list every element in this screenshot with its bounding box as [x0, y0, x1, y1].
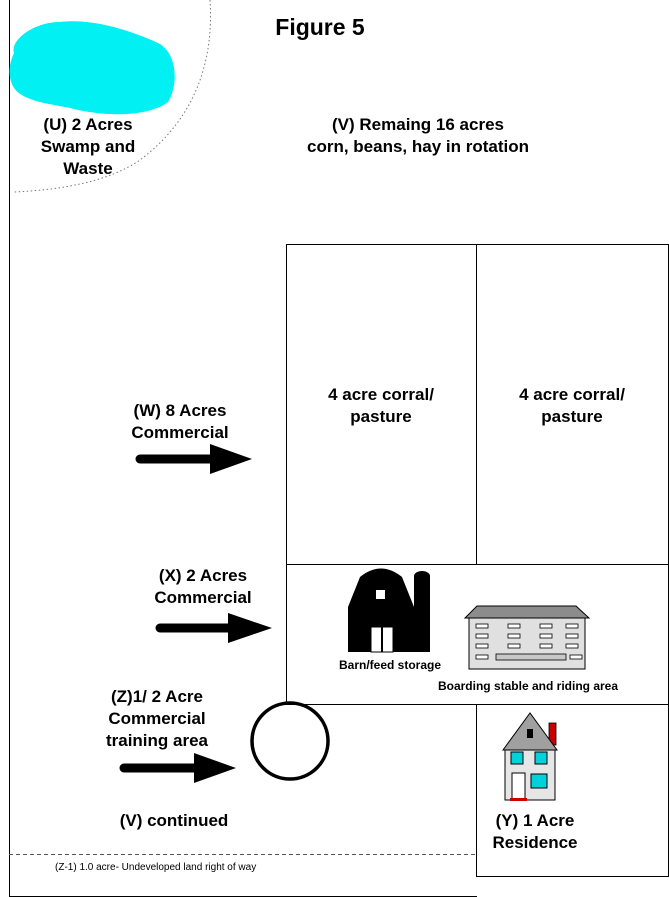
stable-building-icon	[463, 605, 591, 670]
corral-1-line: pasture	[350, 406, 412, 426]
parcel-y-line: Residence	[492, 832, 578, 852]
parcel-v-label: (V) Remaing 16 acres corn, beans, hay in…	[268, 114, 568, 158]
training-ring	[250, 701, 330, 781]
barn-icon	[348, 568, 414, 653]
parcel-u-line: (U) 2 Acres	[43, 115, 133, 134]
arrow-right-icon	[155, 613, 272, 643]
parcel-w-line: (W) 8 Acres	[133, 401, 227, 420]
parcel-w-label: (W) 8 Acres Commercial	[110, 400, 250, 444]
silo-icon	[414, 571, 430, 652]
right-of-way-note: (Z-1) 1.0 acre- Undeveloped land right o…	[55, 862, 257, 873]
swamp-pond	[9, 21, 175, 115]
parcel-v-line: (V) Remaing 16 acres	[332, 115, 504, 134]
stable-caption: Boarding stable and riding area	[437, 679, 619, 693]
corral-1-line: 4 acre corral/	[328, 385, 434, 404]
parcel-y-line: (Y) 1 Acre	[495, 811, 575, 830]
parcel-y-label: (Y) 1 Acre Residence	[470, 810, 600, 854]
figure-title: Figure 5	[275, 14, 365, 40]
parcel-z-label: (Z)1/ 2 Acre Commercial training area	[72, 686, 242, 751]
house-icon	[502, 712, 558, 801]
parcel-u-line: Swamp and	[40, 136, 136, 156]
parcel-z-line: training area	[105, 730, 209, 750]
corral-2-label: 4 acre corral/ pasture	[477, 384, 667, 428]
parcel-u-line: Waste	[63, 158, 113, 178]
parcel-x-label: (X) 2 Acres Commercial	[128, 565, 278, 609]
arrow-right-icon	[119, 753, 236, 783]
parcel-x-line: Commercial	[154, 587, 252, 607]
arrow-right-icon	[135, 444, 252, 474]
corral-2-line: 4 acre corral/	[519, 385, 625, 404]
parcel-u-label: (U) 2 Acres Swamp and Waste	[8, 114, 168, 179]
parcel-v-continued-label: (V) continued	[119, 811, 229, 830]
parcel-w-line: Commercial	[131, 422, 229, 442]
parcel-x-line: (X) 2 Acres	[158, 566, 248, 585]
corral-2-line: pasture	[541, 406, 603, 426]
parcel-z-line: (Z)1/ 2 Acre	[111, 687, 203, 706]
parcel-z-line: Commercial	[108, 708, 206, 728]
parcel-v-line: corn, beans, hay in rotation	[307, 136, 529, 156]
barn-caption: Barn/feed storage	[338, 658, 442, 672]
corral-1-label: 4 acre corral/ pasture	[287, 384, 475, 428]
